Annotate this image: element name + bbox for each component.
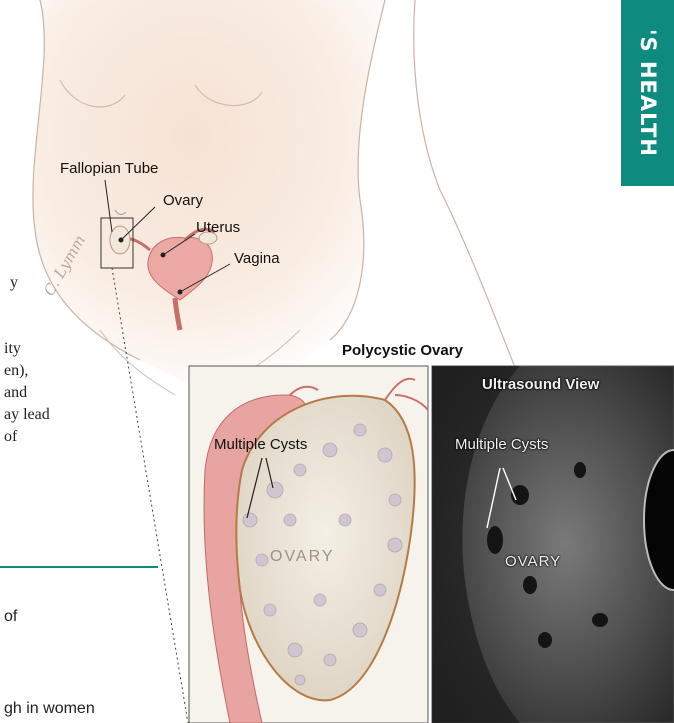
body-text-line-1: y — [10, 274, 18, 292]
ovary-label: Ovary — [163, 192, 203, 209]
illustration-cysts-label: Multiple Cysts — [214, 436, 307, 453]
ultrasound-title: Ultrasound View — [482, 376, 599, 393]
body-text-line-7: of — [4, 608, 17, 626]
illustration-ovary-label: OVARY — [270, 548, 335, 566]
ultrasound-ovary-label: OVARY — [505, 553, 561, 570]
section-tab-label: 'S HEALTH — [636, 29, 660, 157]
body-text-line-5: ay lead — [4, 406, 50, 424]
ultrasound-panel — [432, 366, 674, 723]
ultrasound-cysts-label: Multiple Cysts — [455, 436, 548, 453]
fallopian-tube-label: Fallopian Tube — [60, 160, 158, 177]
ovary-illustration-panel — [189, 366, 428, 723]
inset-title: Polycystic Ovary — [342, 342, 463, 359]
body-text-line-8: gh in women — [4, 700, 95, 718]
section-side-tab: 'S HEALTH — [621, 0, 674, 186]
vagina-label: Vagina — [234, 250, 280, 267]
uterus-label: Uterus — [196, 219, 240, 236]
body-text-line-4: and — [4, 384, 27, 402]
body-text-line-2: ity — [4, 340, 21, 358]
body-text-line-3: en), — [4, 362, 28, 380]
body-text-line-6: of — [4, 428, 17, 446]
section-divider — [0, 566, 158, 568]
